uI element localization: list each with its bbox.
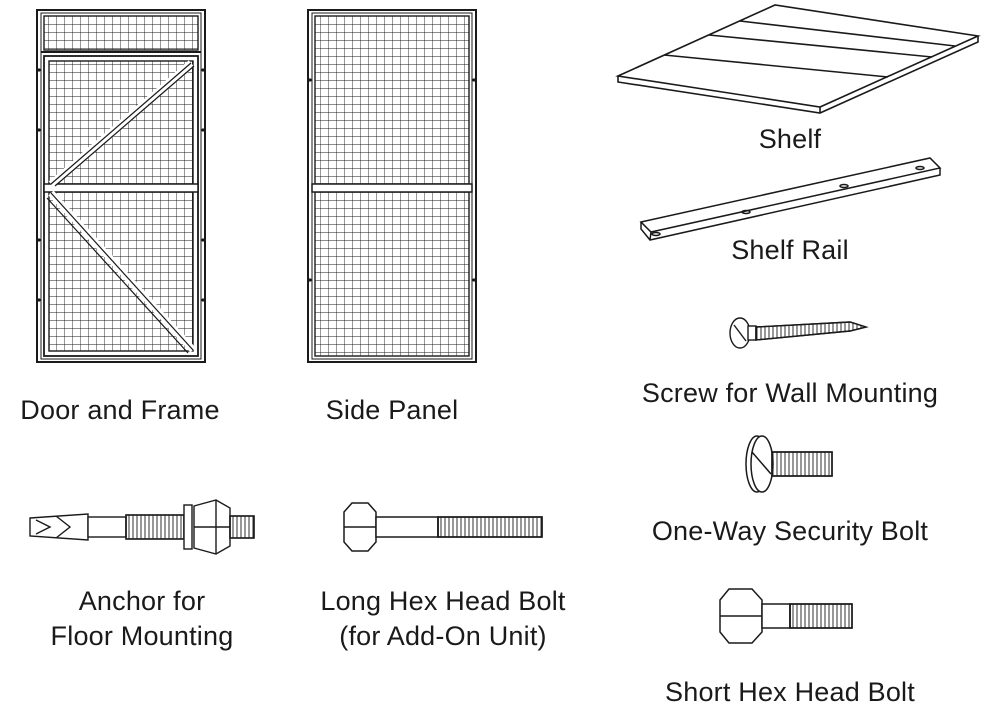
short-hex-bolt-label: Short Hex Head Bolt <box>665 677 915 707</box>
shelf-illustration <box>615 4 981 114</box>
floor-anchor-illustration <box>29 499 255 555</box>
security-bolt-illustration <box>745 435 833 493</box>
door-and-frame-label: Door and Frame <box>20 395 220 425</box>
shelf-rail-label: Shelf Rail <box>731 235 849 265</box>
floor-anchor-label-line1: Anchor for <box>78 586 206 616</box>
shelf-label: Shelf <box>758 124 822 154</box>
long-hex-bolt-label-line1: Long Hex Head Bolt <box>320 586 566 616</box>
wall-screw-label: Screw for Wall Mounting <box>641 378 939 408</box>
door-and-frame-illustration <box>36 9 206 363</box>
long-hex-bolt-illustration <box>343 502 543 552</box>
wall-screw-illustration <box>729 317 869 349</box>
side-panel-label: Side Panel <box>325 395 459 425</box>
side-panel-illustration <box>307 9 477 363</box>
long-hex-bolt-label-line2: (for Add-On Unit) <box>339 621 547 651</box>
shelf-rail-illustration <box>639 157 942 241</box>
floor-anchor-label-line2: Floor Mounting <box>50 621 234 651</box>
security-bolt-label: One-Way Security Bolt <box>651 516 929 546</box>
short-hex-bolt-illustration <box>719 588 853 644</box>
